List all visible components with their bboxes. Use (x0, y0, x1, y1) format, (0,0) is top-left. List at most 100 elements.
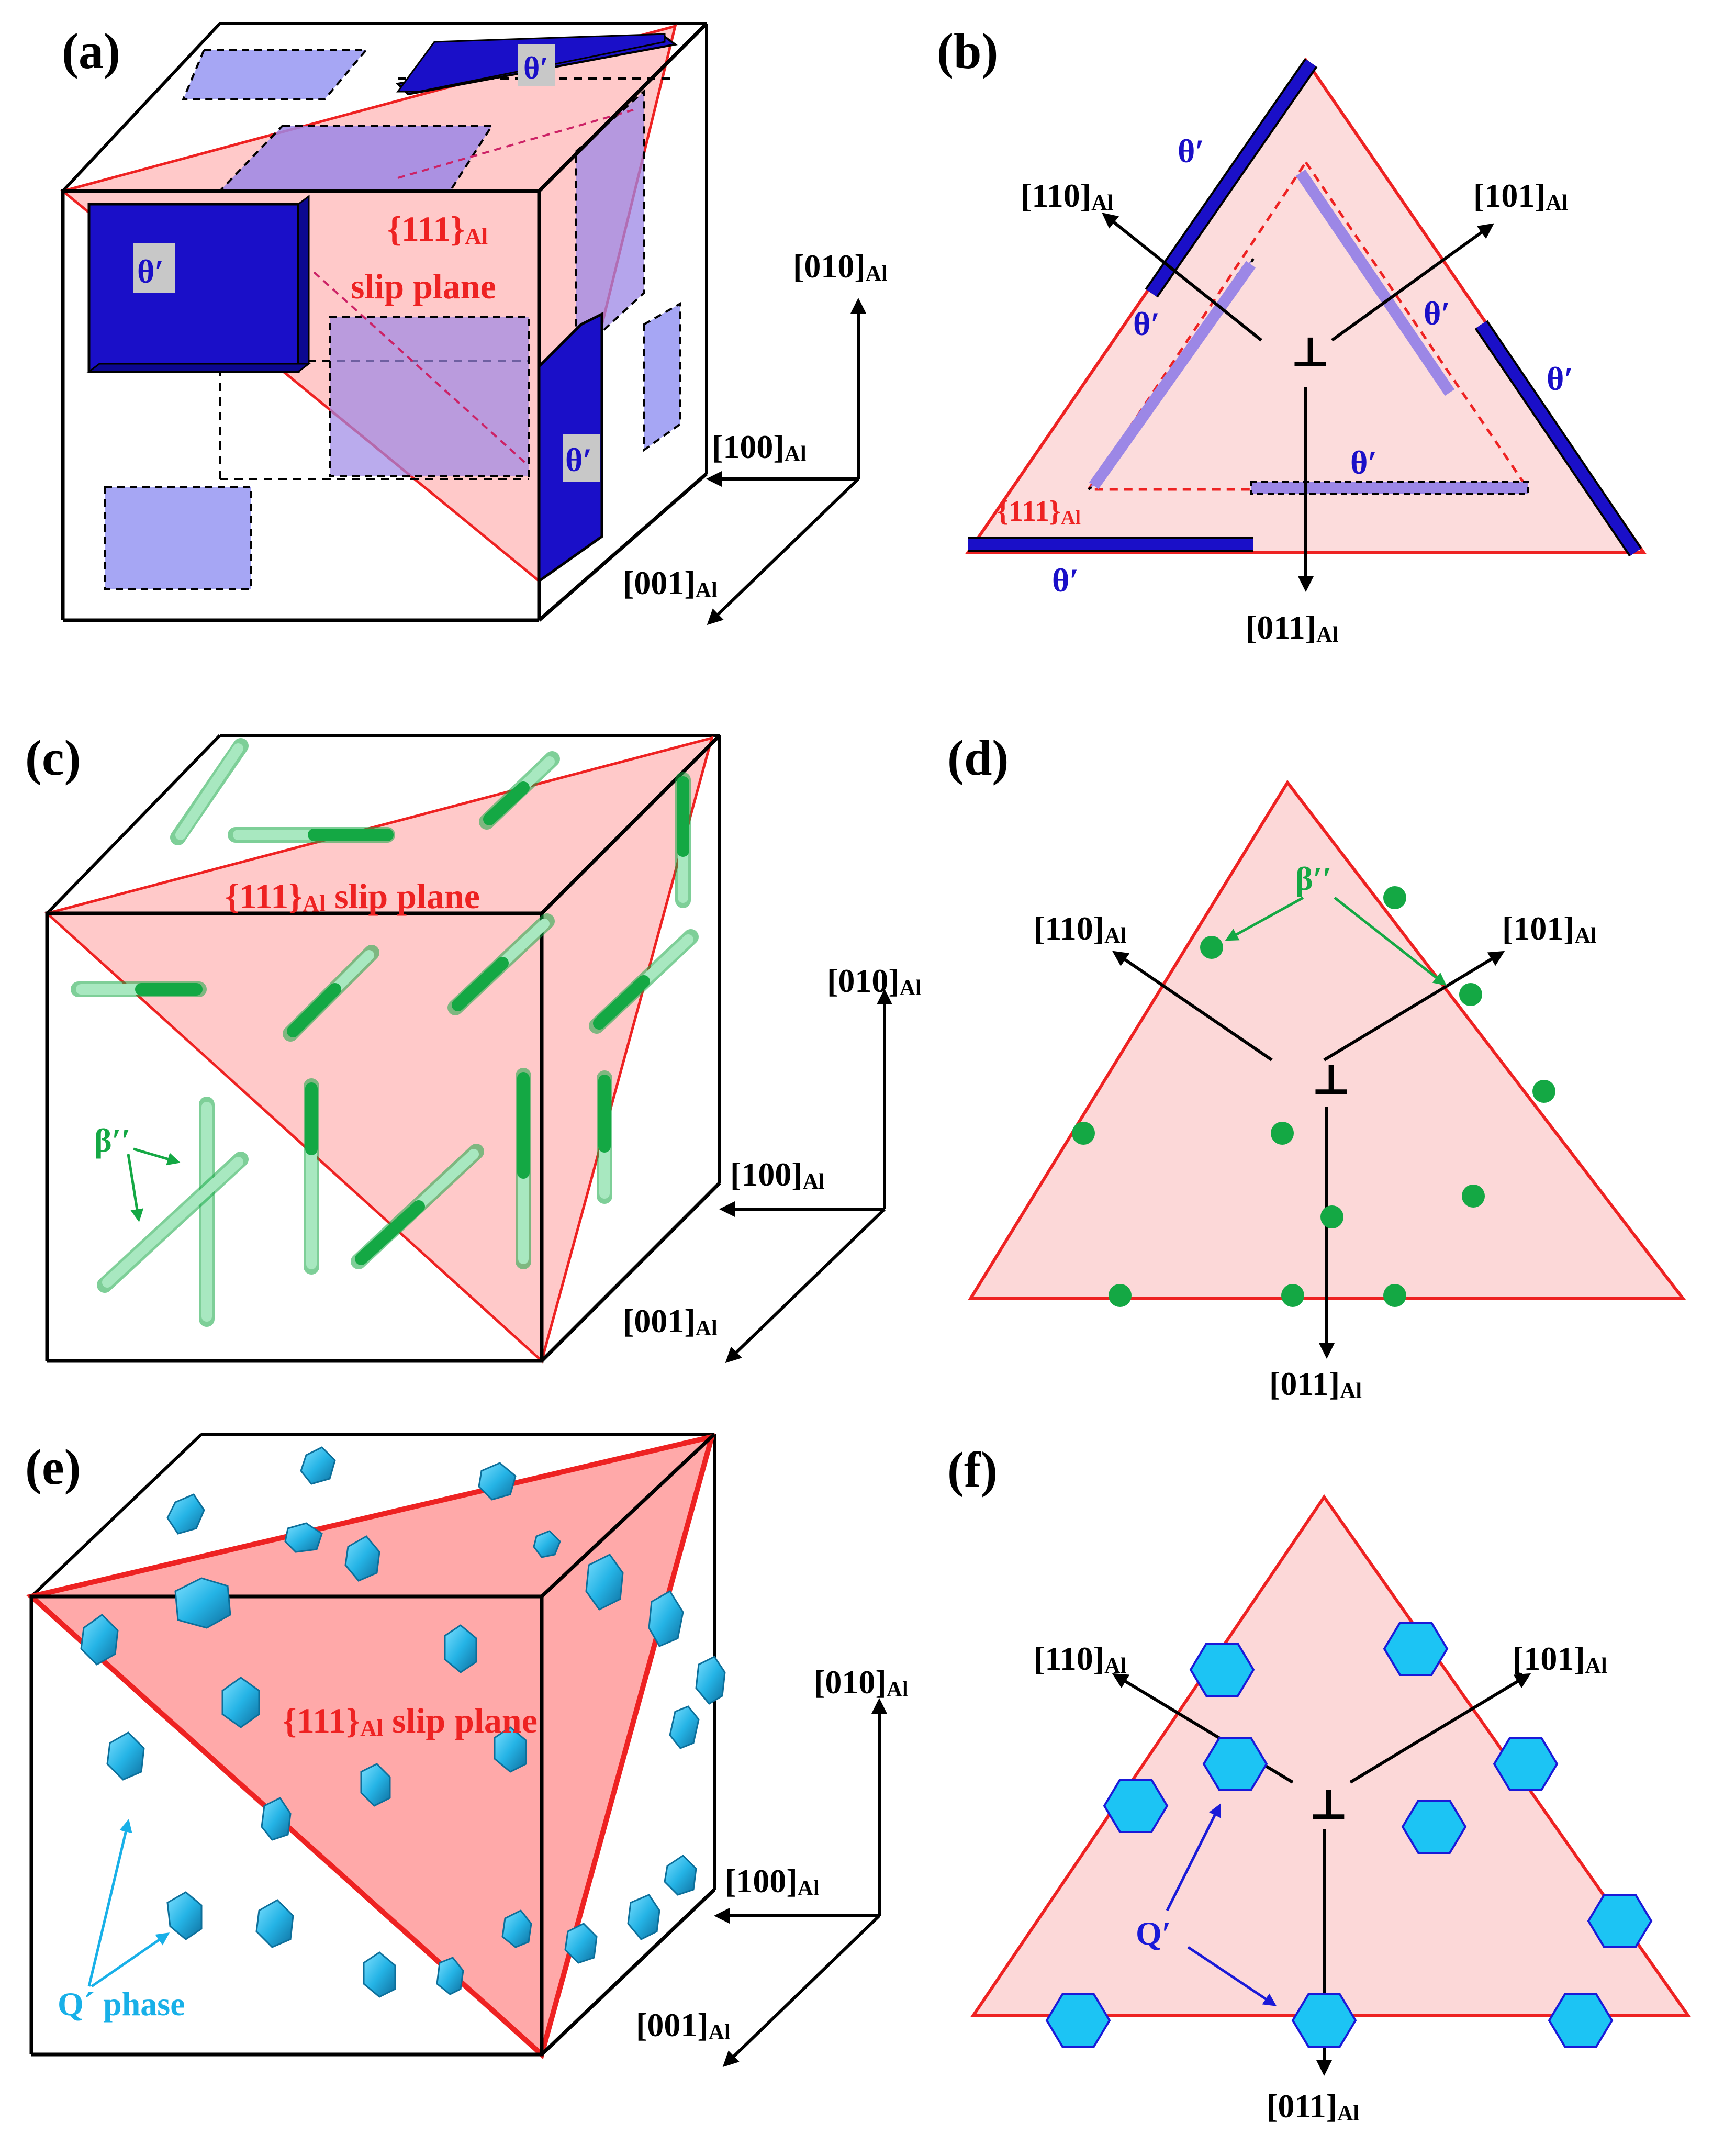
panel-e: (e) (25, 1433, 909, 2068)
panel-d: (d) ⊥ β′′ [110]Al [101]Al [011]Al (947, 730, 1686, 1403)
dir-d-011-label: [011]Al (1269, 1365, 1362, 1403)
dir-b-110 (1102, 213, 1262, 342)
q-pointer-e-1 (87, 1819, 132, 1987)
dir-f-011-label: [011]Al (1267, 2087, 1359, 2126)
dir-d-101-label: [101]Al (1502, 910, 1597, 948)
q-phase-particles-e (80, 1446, 726, 1998)
theta-plate-left-solid-bottom (86, 363, 311, 373)
axis-a-001 (707, 477, 860, 625)
panel-label-b: (b) (937, 23, 998, 79)
theta-label-box-left (133, 243, 175, 293)
theta-plate-back-top (181, 49, 369, 100)
beta-dots-d (1072, 886, 1555, 1307)
theta-label-a-top: θ′ (523, 51, 548, 85)
theta-plate-b-inner-left-fill (1089, 261, 1256, 489)
theta-plate-left-solid-side (297, 195, 310, 373)
theta-plate-b-inner-bottom (1250, 481, 1529, 495)
theta-plate-back-right (643, 301, 681, 452)
dir-d-101 (1323, 951, 1505, 1062)
slip-plane-a-trace-top (397, 109, 634, 179)
cube-a-bottom-right-edge (538, 472, 708, 622)
theta-label-b-6: θ′ (1052, 562, 1079, 599)
cube-e-top-left-edge (30, 1433, 203, 1598)
theta-label-b-5: θ′ (1350, 444, 1377, 481)
theta-plate-mid-top (217, 125, 494, 192)
q-pointer-f-2 (1187, 1946, 1277, 2006)
cube-c-top-left-edge (46, 734, 221, 915)
slip-plane-a-trace (313, 271, 530, 467)
dir-b-101-label: [101]Al (1473, 177, 1568, 215)
axis-c-010-label: [010]Al (827, 962, 922, 1000)
theta-plate-right-vertical (575, 89, 645, 359)
dir-d-110-label: [110]Al (1034, 910, 1126, 948)
slip-triangle-f (970, 1494, 1691, 2017)
theta-plate-bottom-left (104, 486, 252, 590)
plane-b-label: {111}Al (997, 495, 1081, 529)
q-pointer-f-1 (1166, 1803, 1221, 1912)
slip-plane-c (44, 736, 714, 1364)
beta-label-c: β′′ (94, 1122, 131, 1159)
slip-plane-label-a: {111}Al (387, 209, 488, 249)
slip-plane-label-e: {111}Al slip plane (283, 1701, 538, 1741)
theta-label-box-top (518, 44, 555, 86)
beta-rods-c (71, 738, 699, 1327)
dir-b-011-label: [011]Al (1246, 609, 1338, 647)
dir-b-110-label: [110]Al (1021, 177, 1113, 215)
slip-plane-word-a: slip plane (351, 266, 496, 306)
panel-label-f: (f) (947, 1442, 998, 1498)
beta-pointer-c-2 (127, 1154, 144, 1222)
theta-label-a-left: θ′ (137, 253, 164, 290)
panel-b: (b) ⊥ [110]Al [101]Al [011]Al {111}Al θ′… (937, 23, 1647, 647)
axis-a-001-label: [001]Al (623, 564, 718, 602)
panel-label-c: (c) (25, 730, 81, 786)
slip-plane-label-c: {111}Al slip plane (225, 876, 480, 917)
axis-e-001-label: [001]Al (636, 2006, 731, 2045)
theta-label-box-right (563, 434, 600, 482)
q-phase-label-e: Q´ phase (58, 1985, 185, 2023)
panel-label-a: (a) (62, 23, 120, 79)
axis-c-001 (725, 1208, 886, 1364)
q-prime-label-f: Q′ (1136, 1915, 1171, 1952)
dislocation-b: ⊥ (1290, 330, 1330, 376)
cube-e-bottom-right-edge (540, 1888, 716, 2056)
cube-c-bottom-right-edge (540, 1181, 721, 1362)
dislocation-f: ⊥ (1308, 1782, 1349, 1828)
theta-edge-b-right (1476, 321, 1641, 556)
dir-b-101 (1331, 223, 1494, 342)
axis-a-100-label: [100]Al (712, 428, 807, 466)
panel-label-e: (e) (25, 1439, 81, 1495)
cube-a-top-back-edges (61, 22, 707, 193)
theta-label-b-4: θ′ (1547, 360, 1573, 397)
theta-plate-left-solid (87, 203, 300, 373)
q-phase-hexagons-f (1045, 1622, 1653, 2048)
axis-e-001 (722, 1914, 881, 2068)
theta-label-b-2: θ′ (1133, 305, 1160, 342)
q-pointer-e-2 (91, 1932, 170, 1988)
panel-c: (c) (25, 730, 922, 1364)
axis-c-001-label: [001]Al (623, 1302, 718, 1340)
panel-a: (a) θ′ θ′ (60, 22, 888, 625)
dir-d-110 (1112, 951, 1273, 1062)
dislocation-d: ⊥ (1311, 1057, 1351, 1103)
beta-pointer-d-1 (1225, 896, 1304, 941)
dir-f-101 (1349, 1673, 1531, 1784)
cube-a-top-right-edge (538, 22, 708, 193)
cube-c-top-right-edge (540, 734, 721, 915)
axis-a-010-label: [010]Al (793, 248, 888, 286)
theta-edge-b-left (1146, 59, 1316, 297)
axis-c-100-label: [100]Al (730, 1156, 825, 1194)
panel-f: (f) ⊥ Q′ [110]Al [101]Al [011]Al (947, 1442, 1691, 2126)
theta-label-a-right: θ′ (565, 441, 592, 478)
panel-label-d: (d) (947, 730, 1009, 786)
dir-f-101-label: [101]Al (1513, 1640, 1607, 1678)
inner-triangle-b (1086, 160, 1531, 491)
cube-a-front-face (61, 189, 539, 620)
axis-e-100-label: [100]Al (725, 1862, 820, 1901)
beta-pointer-d-2 (1334, 897, 1447, 986)
theta-label-b-3: θ′ (1424, 295, 1450, 332)
axis-e-010-label: [010]Al (814, 1663, 909, 1702)
cube-e-top-right-edge (540, 1433, 716, 1598)
beta-label-d: β′′ (1295, 860, 1332, 897)
theta-plate-b-inner-right-fill (1295, 169, 1455, 396)
